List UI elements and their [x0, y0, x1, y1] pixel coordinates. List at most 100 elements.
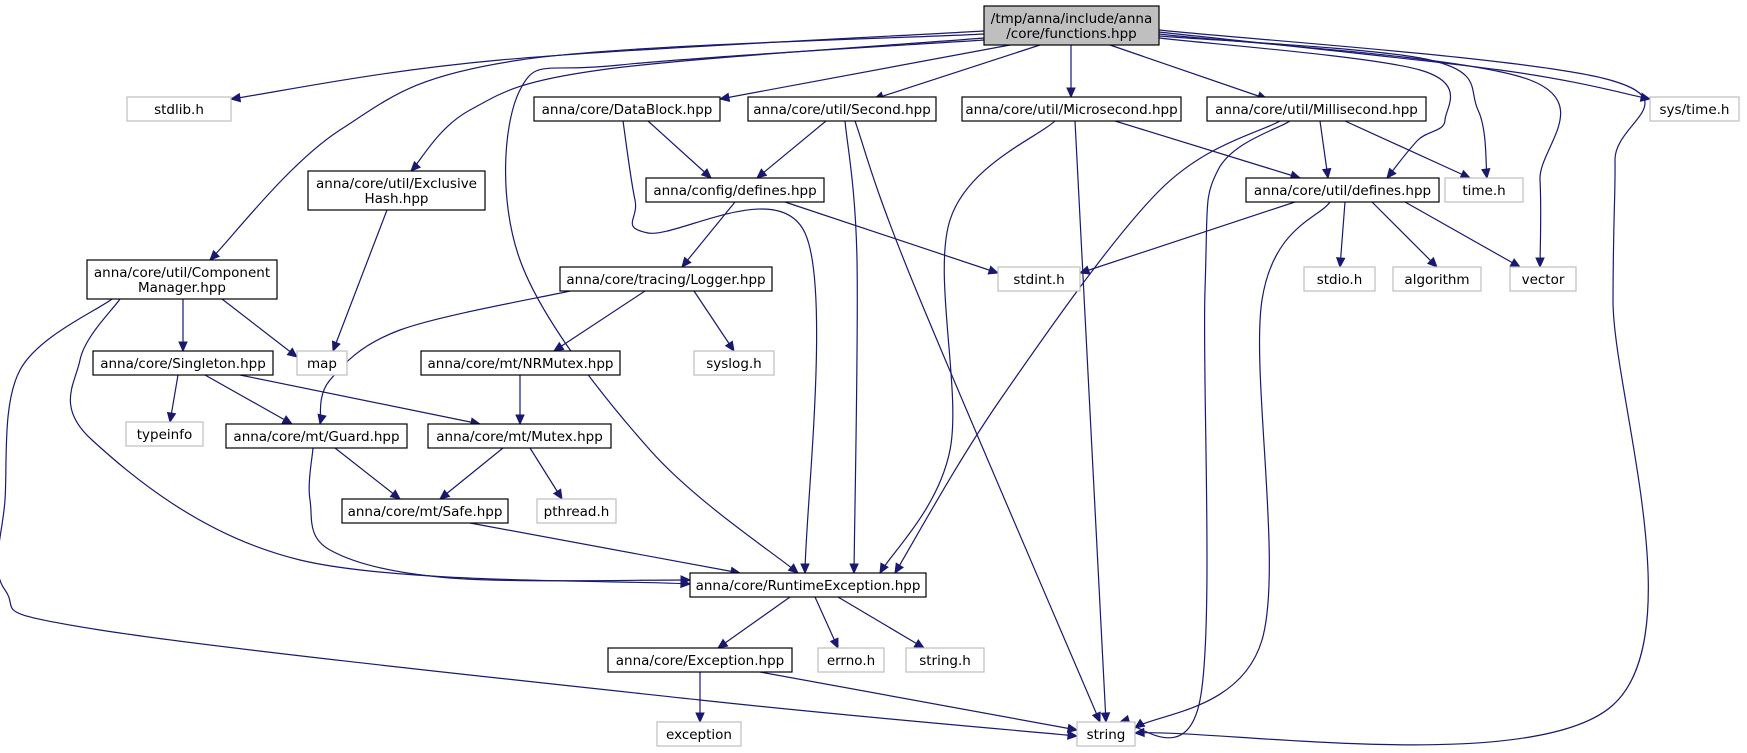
- node-second[interactable]: anna/core/util/Second.hpp: [747, 96, 937, 122]
- node-box: [983, 5, 1160, 46]
- node-label: vector: [1522, 272, 1565, 288]
- edge-root-utildefines: [1158, 37, 1452, 179]
- edge-arrowhead: [800, 563, 810, 575]
- node-syslog: syslog.h: [693, 350, 775, 376]
- edge-root-string: [1133, 29, 1649, 746]
- node-box: [92, 350, 274, 376]
- edge-arrowhead: [1509, 258, 1522, 268]
- node-label: /tmp/anna/include/anna: [991, 11, 1152, 27]
- node-exception: exception: [656, 721, 742, 747]
- node-root[interactable]: /tmp/anna/include/anna/core/functions.hp…: [983, 5, 1160, 46]
- node-box: [997, 266, 1081, 292]
- node-box: [1245, 177, 1440, 203]
- node-millisecond[interactable]: anna/core/util/Millisecond.hpp: [1206, 96, 1427, 122]
- node-label: anna/core/util/Exclusive: [316, 176, 477, 192]
- edge-arrowhead: [1078, 265, 1091, 275]
- node-singleton[interactable]: anna/core/Singleton.hpp: [92, 350, 274, 376]
- node-box: [1206, 96, 1427, 122]
- node-label: Manager.hpp: [138, 280, 226, 296]
- node-label: anna/core/Exception.hpp: [616, 653, 784, 669]
- edge-arrowhead: [229, 92, 242, 103]
- edge-arrowhead: [331, 340, 341, 353]
- edge-component-string: [0, 298, 1079, 740]
- edge-arrowhead: [681, 256, 692, 268]
- edge-component-singleton: [178, 299, 188, 353]
- node-box: [307, 170, 486, 211]
- edge-mutex-pthread: [529, 447, 563, 501]
- edge-arrowhead: [680, 575, 692, 585]
- edge-arrowhead: [1066, 87, 1076, 99]
- node-label: anna/core/util/Component: [94, 265, 270, 281]
- node-box: [689, 572, 927, 598]
- edge-utildefines-stdio: [1335, 201, 1346, 269]
- node-vector: vector: [1509, 266, 1577, 292]
- node-guard[interactable]: anna/core/mt/Guard.hpp: [225, 423, 408, 449]
- node-utildefines[interactable]: anna/core/util/defines.hpp: [1245, 177, 1440, 203]
- node-timeh: time.h: [1444, 177, 1524, 203]
- edge-arrowhead: [849, 563, 859, 575]
- edge-arrowhead: [552, 341, 565, 352]
- node-box: [125, 421, 204, 447]
- node-microsecond[interactable]: anna/core/util/Microsecond.hpp: [961, 96, 1182, 122]
- edge-utildefines-stdint: [1078, 201, 1296, 275]
- node-label: time.h: [1462, 183, 1505, 199]
- edge-exclusive-map: [331, 209, 388, 353]
- node-systime: sys/time.h: [1649, 96, 1740, 122]
- node-datablock[interactable]: anna/core/DataBlock.hpp: [533, 96, 721, 122]
- node-safe[interactable]: anna/core/mt/Safe.hpp: [341, 498, 509, 524]
- edge-utildefines-vector: [1404, 201, 1522, 268]
- node-logger[interactable]: anna/core/tracing/Logger.hpp: [559, 266, 773, 292]
- edge-utildefines-string: [1133, 201, 1331, 729]
- node-label: typeinfo: [137, 427, 192, 443]
- node-label: sys/time.h: [1660, 102, 1730, 118]
- node-label: anna/core/RuntimeException.hpp: [696, 578, 921, 594]
- edge-arrowhead: [1321, 167, 1332, 180]
- node-label: syslog.h: [706, 356, 761, 372]
- edge-exceptionhpp-string: [759, 671, 1079, 733]
- edge-arrowhead: [178, 341, 188, 353]
- edge-datablock-configdefines: [647, 120, 712, 179]
- node-label: exception: [666, 727, 732, 743]
- node-configdefines[interactable]: anna/config/defines.hpp: [645, 177, 825, 203]
- edge-root-microsecond: [1066, 45, 1076, 99]
- edge-arrowhead: [1100, 712, 1111, 724]
- edge-millisecond-string: [1118, 120, 1291, 739]
- node-box: [1509, 266, 1577, 292]
- node-label: anna/core/mt/NRMutex.hpp: [427, 356, 613, 372]
- node-label: Hash.hpp: [365, 191, 429, 207]
- node-box: [420, 350, 621, 376]
- edge-arrowhead: [209, 249, 221, 261]
- node-label: anna/core/tracing/Logger.hpp: [566, 272, 765, 288]
- edge-exceptionhpp-exception: [695, 672, 705, 724]
- node-label: anna/config/defines.hpp: [653, 183, 816, 199]
- node-label: errno.h: [827, 653, 875, 669]
- node-layer: /tmp/anna/include/anna/core/functions.hp…: [86, 5, 1740, 747]
- node-box: [559, 266, 773, 292]
- edge-arrowhead: [515, 414, 525, 426]
- node-label: /core/functions.hpp: [1006, 26, 1137, 42]
- node-label: anna/core/util/Second.hpp: [753, 102, 931, 118]
- node-runtime[interactable]: anna/core/RuntimeException.hpp: [689, 572, 927, 598]
- edge-arrowhead: [1386, 167, 1397, 179]
- node-typeinfo: typeinfo: [125, 421, 204, 447]
- node-box: [656, 721, 742, 747]
- edge-arrowhead: [700, 168, 712, 179]
- edge-arrowhead: [695, 712, 705, 724]
- edge-arrowhead: [281, 415, 294, 425]
- edge-arrowhead: [1067, 730, 1079, 740]
- edge-utildefines-algorithm: [1371, 201, 1438, 268]
- node-label: anna/core/mt/Safe.hpp: [348, 504, 503, 520]
- edge-arrowhead: [552, 488, 563, 501]
- node-box: [427, 423, 612, 449]
- edge-singleton-mutex: [239, 374, 482, 427]
- edge-arrowhead: [317, 413, 327, 426]
- edge-millisecond-runtime: [894, 120, 1281, 575]
- node-exceptionhpp[interactable]: anna/core/Exception.hpp: [607, 647, 793, 673]
- node-label: anna/core/mt/Guard.hpp: [233, 429, 399, 445]
- node-mutex[interactable]: anna/core/mt/Mutex.hpp: [427, 423, 612, 449]
- node-box: [86, 259, 278, 300]
- node-box: [1303, 266, 1376, 292]
- node-nrmutex[interactable]: anna/core/mt/NRMutex.hpp: [420, 350, 621, 376]
